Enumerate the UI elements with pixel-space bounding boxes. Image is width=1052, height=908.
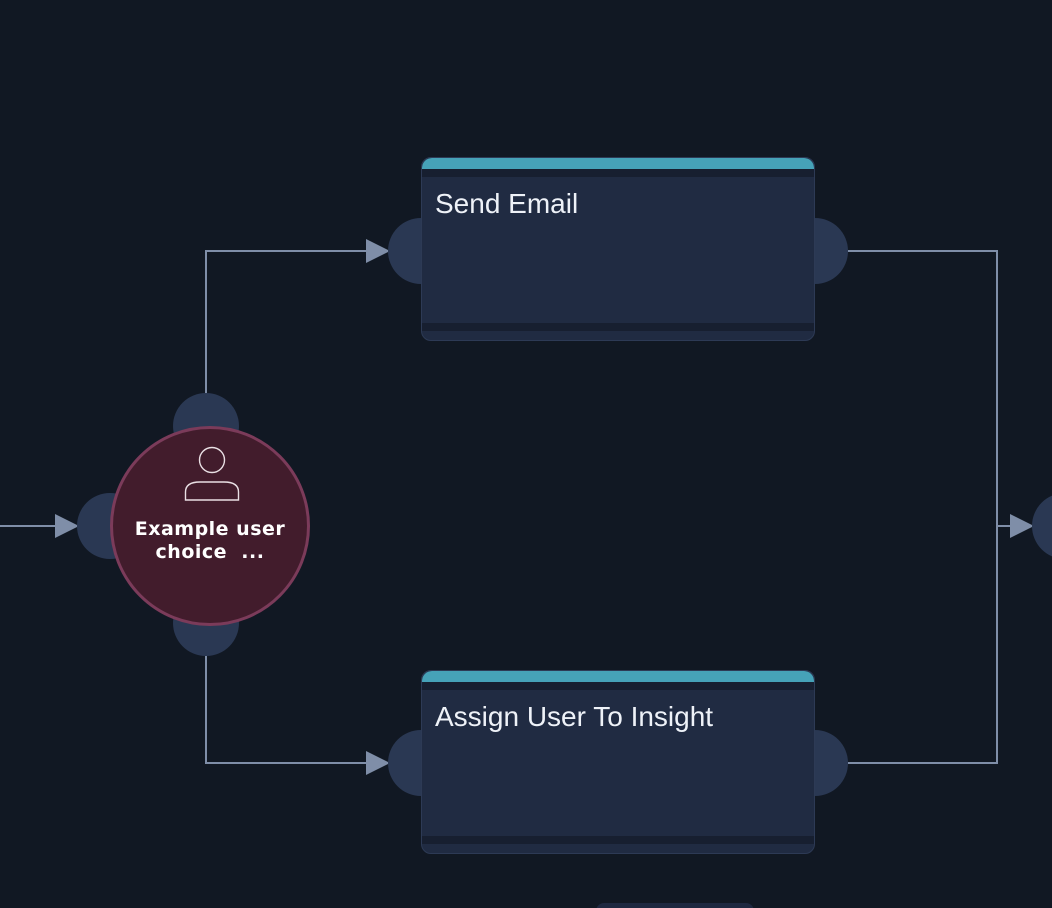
node-header-divider xyxy=(422,682,814,690)
connector-send-email-to-merge xyxy=(848,250,998,526)
arrowhead-assign-user xyxy=(366,751,390,775)
user-choice-label-line2: choice ... xyxy=(155,541,265,563)
node-footer-bar xyxy=(422,836,814,844)
node-title: Assign User To Insight xyxy=(435,701,714,732)
user-choice-label: Example user choice ... xyxy=(113,518,307,564)
node-footer-bar xyxy=(422,323,814,331)
user-choice-label-line1: Example user xyxy=(134,518,286,540)
assign-user-node[interactable]: Assign User To Insight xyxy=(421,670,815,854)
node-title: Send Email xyxy=(435,188,579,219)
node-accent-bar xyxy=(422,671,814,682)
arrowhead-send-email xyxy=(366,239,390,263)
arrowhead-merge xyxy=(1010,514,1034,538)
person-icon xyxy=(184,446,240,501)
node-accent-bar xyxy=(422,158,814,169)
arrowhead-incoming xyxy=(55,514,79,538)
next-node-input-port[interactable] xyxy=(1032,493,1052,559)
send-email-node[interactable]: Send Email xyxy=(421,157,815,341)
connector-choice-to-assign-user xyxy=(205,656,370,764)
connector-assign-user-to-merge xyxy=(848,526,998,764)
user-choice-node[interactable]: Example user choice ... xyxy=(110,426,310,626)
offscreen-node[interactable] xyxy=(596,903,754,908)
node-header-divider xyxy=(422,169,814,177)
connector-choice-to-send-email xyxy=(205,250,370,394)
